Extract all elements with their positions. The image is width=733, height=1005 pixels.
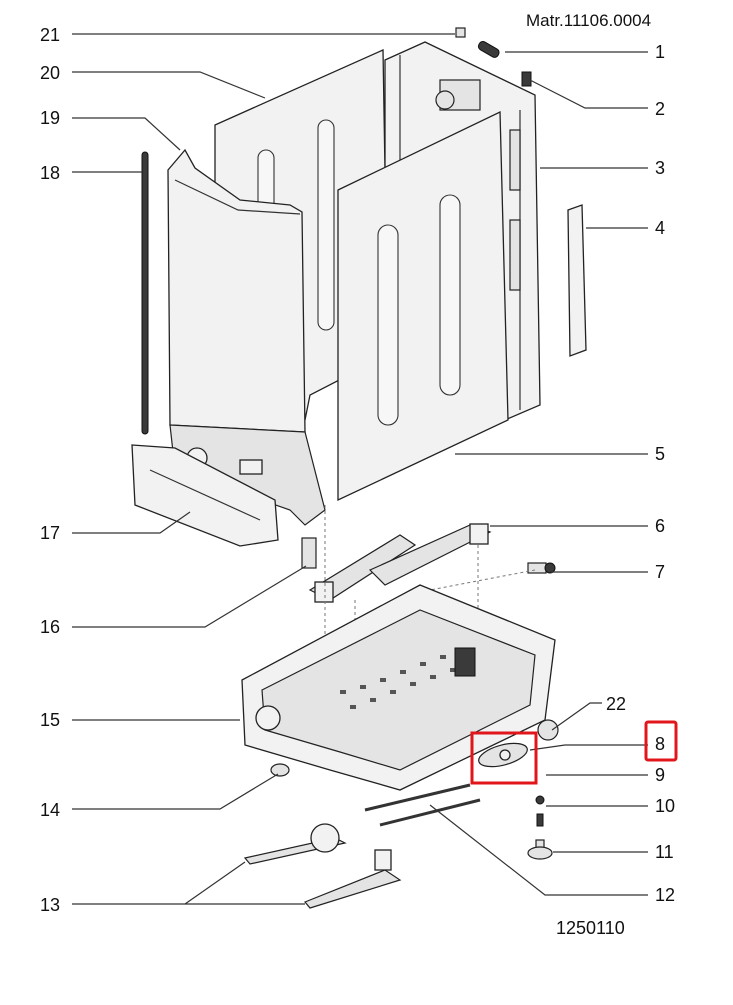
drawing-code: 1250110	[556, 918, 625, 938]
wheel-part	[537, 719, 559, 741]
callout-3: 3	[655, 158, 665, 178]
callout-18: 18	[40, 163, 60, 183]
leader-lines	[72, 33, 648, 905]
clip-1-part	[477, 40, 500, 58]
callout-19: 19	[40, 108, 60, 128]
screw-part	[527, 562, 556, 574]
callout-13: 13	[40, 895, 60, 915]
callout-7: 7	[655, 562, 665, 582]
callout-17: 17	[40, 523, 60, 543]
callout-9: 9	[655, 765, 665, 785]
highlight-box-number	[644, 720, 678, 762]
levers-part	[243, 823, 402, 909]
callout-4: 4	[655, 218, 665, 238]
callout-10: 10	[655, 796, 675, 816]
foot-pad-part	[270, 763, 290, 777]
callout-21: 21	[40, 25, 60, 45]
right-side-panel-part	[337, 110, 509, 502]
mounting-plate-part	[478, 742, 528, 768]
callout-15: 15	[40, 710, 60, 730]
small-bracket-part	[301, 537, 317, 569]
callout-5: 5	[655, 444, 665, 464]
callout-14: 14	[40, 800, 60, 820]
kickplate-part	[131, 444, 279, 547]
front-lower-bracket-part	[169, 424, 326, 526]
callout-20: 20	[40, 63, 60, 83]
crossbar-assembly-part	[308, 523, 492, 603]
callout-6: 6	[655, 516, 665, 536]
callout-22: 22	[606, 694, 626, 714]
guide-line	[429, 569, 536, 591]
callout-11: 11	[655, 842, 674, 862]
matr-label: Matr.11106.0004	[526, 11, 651, 30]
adjustable-foot-part	[527, 839, 553, 860]
callout-1: 1	[655, 42, 665, 62]
callout-16: 16	[40, 617, 60, 637]
nut-part	[535, 795, 545, 805]
door-seal-strip-part	[141, 151, 149, 435]
side-bracket-part	[567, 204, 587, 357]
callout-8: 8	[655, 734, 665, 754]
guide-rails-part	[364, 783, 481, 827]
callout-12: 12	[655, 885, 675, 905]
spring-part	[536, 813, 544, 827]
callout-2: 2	[655, 99, 665, 119]
clip-21-part	[455, 27, 466, 38]
clip-2-part	[521, 71, 532, 87]
highlight-box-part	[470, 731, 538, 785]
